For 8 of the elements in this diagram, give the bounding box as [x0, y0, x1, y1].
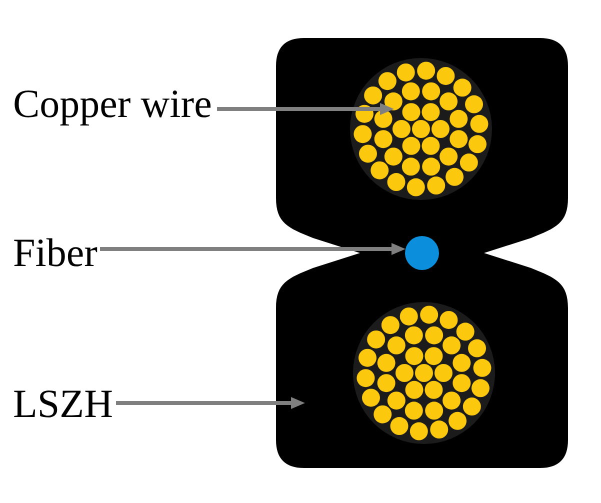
part-label: LSZH	[13, 384, 113, 424]
leader-arrow	[100, 243, 406, 255]
fiber-core	[405, 236, 439, 270]
part-label: Fiber	[13, 233, 98, 273]
leader-arrow	[116, 397, 305, 409]
leader-arrow	[217, 103, 394, 115]
cable-sheath	[276, 38, 568, 468]
part-label: Copper wire	[13, 84, 212, 124]
